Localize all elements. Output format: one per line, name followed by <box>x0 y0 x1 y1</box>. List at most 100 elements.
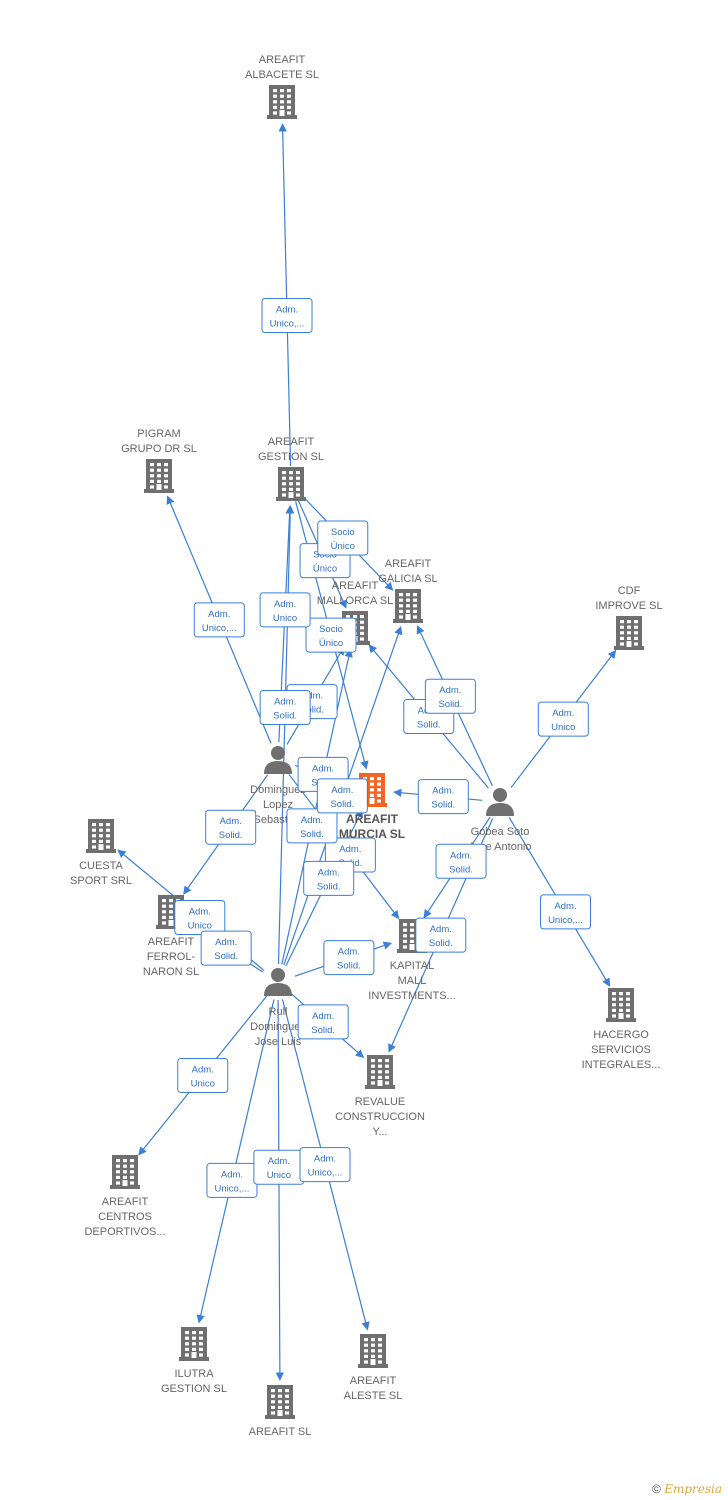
edge-label-box[interactable] <box>259 592 311 628</box>
edge-label-text: Unico,... <box>202 623 237 634</box>
edge-label-box[interactable] <box>305 617 357 653</box>
node-label: Lopez <box>263 799 293 811</box>
edge-label-gobea-revalue[interactable]: Adm.Solid. <box>415 917 467 953</box>
edge-label-rull-revalue[interactable]: Adm.Solid. <box>297 1004 349 1040</box>
edge-label-box[interactable] <box>316 778 368 814</box>
edge-label-rull-centros[interactable]: Adm.Unico <box>177 1057 229 1093</box>
node-label: DEPORTIVOS... <box>84 1226 165 1238</box>
edge-label-text: Adm. <box>554 901 576 912</box>
edge-label-text: Solid. <box>300 705 324 716</box>
edge-label-box[interactable] <box>424 678 476 714</box>
node-label: Rull <box>269 1006 288 1018</box>
node-label: ALBACETE SL <box>245 69 319 81</box>
edge-label-box[interactable] <box>297 1004 349 1040</box>
edge-label-box[interactable] <box>259 690 311 726</box>
person-icon <box>486 788 514 816</box>
node-label: HACERGO <box>593 1029 649 1041</box>
node-label: REVALUE <box>355 1096 406 1108</box>
edge-label-box[interactable] <box>261 298 313 334</box>
node-hacergo[interactable]: HACERGOSERVICIOSINTEGRALES... <box>582 988 661 1071</box>
edge-label-gobea-hacergo[interactable]: Adm.Unico,... <box>540 894 592 930</box>
edge-label-box[interactable] <box>435 843 487 879</box>
edge-label-text: Adm. <box>274 697 296 708</box>
edge-label-box[interactable] <box>286 808 338 844</box>
edge-label-gobea-galicia[interactable]: Adm.Solid. <box>424 678 476 714</box>
node-label: AREAFIT <box>332 580 379 592</box>
edge-label-box[interactable] <box>193 602 245 638</box>
edge-label-text: Adm. <box>450 850 472 861</box>
brand-logo[interactable]: Empresia <box>664 1482 722 1496</box>
node-label: MALLORCA SL <box>317 595 393 607</box>
node-label: CONSTRUCCION <box>335 1111 425 1123</box>
edge-label-rull-ferrol[interactable]: Adm.Solid. <box>200 930 252 966</box>
edge-label-text: Adm. <box>274 599 296 610</box>
edge-label-text: Adm. <box>215 937 237 948</box>
edge-label-text: Solid. <box>330 799 354 810</box>
edge-label-rull-cuesta[interactable]: Adm.Unico <box>174 900 226 936</box>
node-label: INTEGRALES... <box>582 1059 661 1071</box>
edge-labels-layer: Adm.Unico,...Adm.Unico,...SocioÚnicoSoci… <box>174 298 592 1198</box>
edge-label-box[interactable] <box>303 860 355 896</box>
edge-label-dominguez-pigram[interactable]: Adm. Unico,... <box>193 602 245 638</box>
edge-label-rull-ilutra[interactable]: Adm.Unico,... <box>206 1162 258 1198</box>
edge-label-text: Adm. <box>268 1156 290 1167</box>
edge-label-box[interactable] <box>323 940 375 976</box>
edge-label-text: Solid. <box>311 1025 335 1036</box>
edge-label-box[interactable] <box>177 1057 229 1093</box>
edge-label-gobea-murcia[interactable]: Adm.Solid. <box>417 779 469 815</box>
edge-label-rull-aleste[interactable]: Adm.Unico,... <box>299 1147 351 1183</box>
edge-label-box[interactable] <box>317 520 369 556</box>
node-areafit[interactable]: AREAFIT SL <box>249 1385 312 1438</box>
edge-label-dominguez-ferrol[interactable]: Adm.Solid. <box>205 809 257 845</box>
edge-label-rull-mallorca[interactable]: Adm.Solid. <box>286 808 338 844</box>
edge-label-box[interactable] <box>540 894 592 930</box>
edge-label-text: Adm. <box>314 1154 336 1165</box>
edge-label-text: Solid. <box>337 961 361 972</box>
edge-label-text: Solid. <box>429 938 453 949</box>
edges-layer <box>117 123 617 1381</box>
edge-label-rull-kapital[interactable]: Adm.Solid. <box>323 940 375 976</box>
edge-label-box[interactable] <box>415 917 467 953</box>
edge-label-text: Adm. <box>208 609 230 620</box>
edge-label-text: Solid. <box>417 720 441 731</box>
node-label: AREAFIT <box>148 936 195 948</box>
node-centros[interactable]: AREAFITCENTROSDEPORTIVOS... <box>84 1155 166 1238</box>
edge-label-box[interactable] <box>200 930 252 966</box>
edge-label-box[interactable] <box>417 779 469 815</box>
edge-label-gestion-albacete[interactable]: Adm.Unico,... <box>261 298 313 334</box>
edge-label-dominguez-gestion[interactable]: Adm.Unico <box>259 592 311 628</box>
node-label: AREAFIT SL <box>249 1426 312 1438</box>
edge-label-box[interactable] <box>299 1147 351 1183</box>
edge-label-rull-galicia[interactable]: Adm.Solid. <box>316 778 368 814</box>
edge-label-box[interactable] <box>174 900 226 936</box>
node-revalue[interactable]: REVALUECONSTRUCCIONY... <box>335 1055 425 1138</box>
edge-label-box[interactable] <box>537 701 589 737</box>
node-label: INVESTMENTS... <box>368 990 455 1002</box>
edge-label-text: Solid. <box>273 711 297 722</box>
edge-label-text: Único <box>313 564 337 575</box>
node-label: CUESTA <box>79 860 123 872</box>
edge-label-rull-areafit[interactable]: Adm.Unico <box>253 1149 305 1185</box>
building-icon <box>393 589 423 623</box>
edge-label-gobea-kapital[interactable]: Adm.Solid. <box>435 843 487 879</box>
edge-label-text: Unico <box>551 722 575 733</box>
edge-label-box[interactable] <box>205 809 257 845</box>
edge-rull-ilutra <box>196 999 275 1324</box>
edge-rull-mallorca <box>281 648 353 965</box>
edge-label-rull-murcia[interactable]: Adm.Solid. <box>303 860 355 896</box>
edge-label-gobea-cdf[interactable]: Adm.Unico <box>537 701 589 737</box>
edge-label-rull-gestion[interactable]: Adm. Solid. <box>259 690 311 726</box>
